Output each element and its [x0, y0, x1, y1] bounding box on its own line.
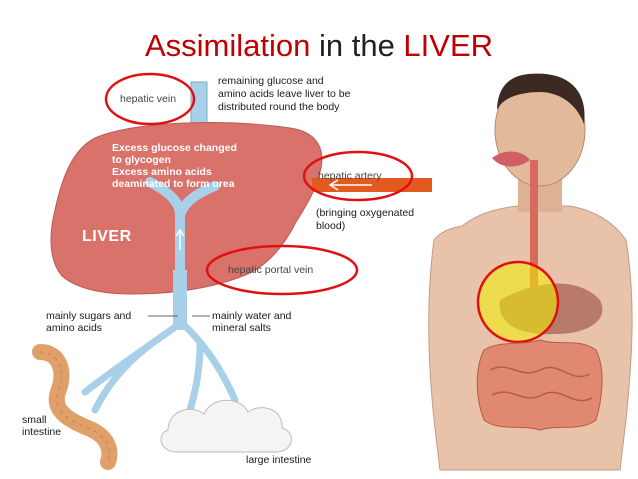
sugars-line-1: mainly sugars and	[46, 310, 132, 322]
excess-line-2: to glycogen	[112, 154, 171, 166]
bringing-line-1: (bringing oxygenated	[316, 207, 415, 219]
small-intestine-line-2: intestine	[22, 426, 62, 438]
liver-highlight-oval	[476, 260, 560, 344]
mouth-shape	[492, 151, 530, 167]
water-line-1: mainly water and	[212, 310, 292, 322]
excess-line-1: Excess glucose changed	[112, 142, 237, 154]
hepatic-vein-label: hepatic vein	[120, 93, 177, 105]
hepatic-portal-vein-oval	[205, 244, 359, 296]
remaining-line-1: remaining glucose and	[218, 75, 324, 87]
artery-arrow-icon	[328, 179, 372, 191]
water-line-2: mineral salts	[212, 322, 271, 334]
small-intestine-texture	[39, 351, 110, 463]
esophagus-shape	[530, 160, 538, 300]
vein-arrow-icon	[175, 228, 185, 250]
large-intestine-label: large intestine	[246, 454, 312, 466]
intestines-shape	[476, 339, 603, 431]
small-intestine-branch	[81, 321, 182, 414]
intestine-coils	[489, 366, 593, 402]
liver-label: LIVER	[82, 228, 132, 245]
excess-line-3: Excess amino acids	[112, 166, 212, 178]
excess-line-4: deaminated to form urea	[112, 178, 235, 190]
large-intestine-branch	[180, 321, 239, 414]
hepatic-artery-oval	[302, 150, 414, 202]
bringing-line-2: blood)	[316, 220, 346, 232]
hepatic-vein-oval	[104, 72, 196, 126]
human-figure	[428, 73, 633, 471]
hepatic-portal-vein-label: hepatic portal vein	[228, 264, 314, 276]
remaining-line-3: distributed round the body	[218, 101, 340, 113]
small-intestine-line-1: small	[22, 414, 47, 426]
large-intestine-shape	[160, 399, 292, 453]
portal-vein-branches	[145, 177, 220, 275]
page-title: Assimilation in the LIVER	[144, 28, 494, 63]
sugars-line-2: amino acids	[46, 322, 103, 334]
remaining-line-2: amino acids leave liver to be	[218, 88, 351, 100]
hair-shape	[497, 73, 585, 124]
hepatic-artery-label: hepatic artery	[318, 170, 382, 182]
